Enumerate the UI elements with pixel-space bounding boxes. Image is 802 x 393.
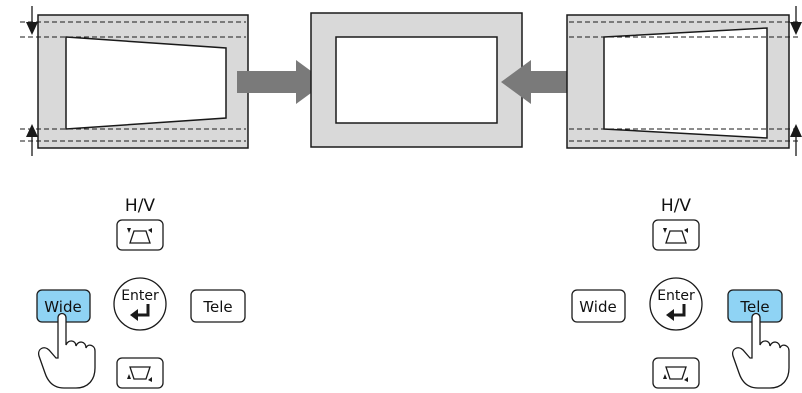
enter-label: Enter [657, 288, 695, 304]
shrink-up-arrow-icon [790, 124, 802, 156]
corrected-image [335, 36, 498, 124]
hv-label: H/V [661, 196, 692, 216]
enter-button[interactable]: Enter [649, 277, 703, 331]
left-remote: H/V Wide Enter Tele [36, 196, 246, 389]
enter-arrow-icon [666, 304, 686, 321]
tele-label: Tele [202, 298, 232, 316]
pressing-hand-icon [732, 312, 790, 389]
shrink-down-arrow-icon [790, 6, 802, 35]
left-keystone-image [65, 36, 227, 130]
keystone-down-button[interactable] [652, 357, 700, 389]
wide-label: Wide [44, 298, 81, 316]
tele-button[interactable]: Tele [727, 289, 783, 323]
enter-arrow-icon [130, 304, 150, 321]
hv-label: H/V [125, 196, 156, 216]
pressing-hand-icon [38, 312, 96, 389]
enter-button[interactable]: Enter [113, 277, 167, 331]
keystone-down-button[interactable] [116, 357, 164, 389]
wide-button[interactable]: Wide [571, 289, 626, 323]
center-screen [310, 12, 523, 148]
right-screen [566, 6, 802, 156]
keystone-up-button[interactable] [116, 219, 164, 251]
tele-button[interactable]: Tele [190, 289, 246, 323]
wide-button[interactable]: Wide [36, 289, 91, 323]
left-screen [20, 6, 249, 156]
shrink-up-arrow-icon [26, 124, 38, 156]
right-remote: H/V Wide Enter Tele [571, 196, 790, 389]
keystone-down-icon [663, 366, 688, 382]
keystone-up-button[interactable] [652, 219, 700, 251]
wide-label: Wide [579, 298, 616, 316]
tele-label: Tele [739, 298, 769, 316]
right-keystone-image [603, 27, 768, 139]
enter-label: Enter [121, 288, 159, 304]
keystone-up-icon [127, 228, 152, 244]
keystone-up-icon [663, 228, 688, 244]
shrink-down-arrow-icon [26, 6, 38, 35]
keystone-down-icon [127, 366, 152, 382]
